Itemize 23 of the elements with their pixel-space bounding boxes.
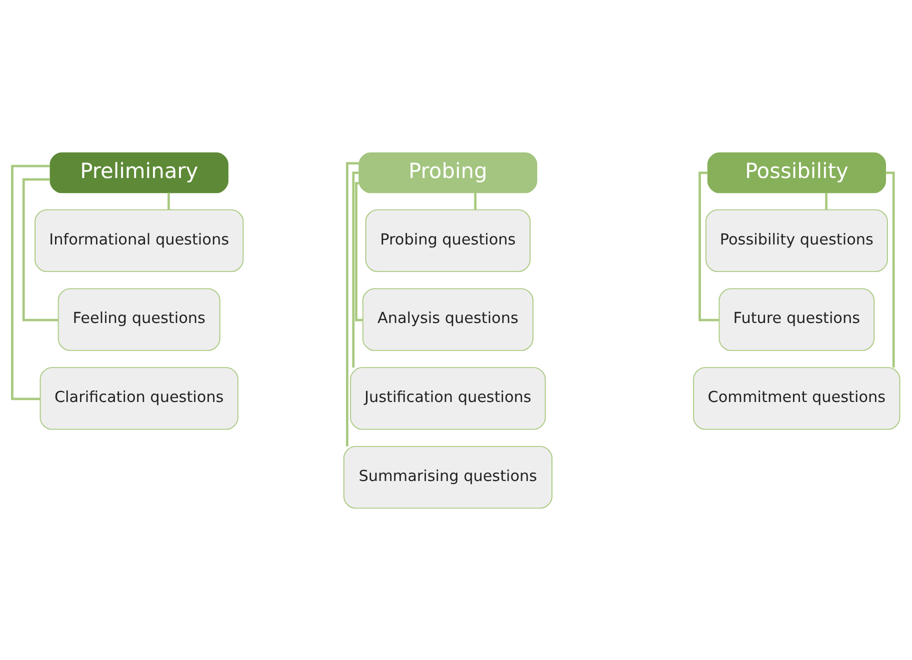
connector: [698, 171, 719, 321]
connector: [352, 171, 359, 368]
connector: [474, 192, 476, 210]
connector: [346, 162, 359, 446]
connector: [355, 182, 363, 321]
node-box: Possibility: [707, 152, 886, 193]
connector: [11, 164, 50, 400]
node-box: Summarising questions: [343, 445, 552, 508]
node-box: Future questions: [718, 288, 875, 350]
node-box: Possibility questions: [705, 208, 888, 272]
node-box: Commitment questions: [693, 366, 900, 430]
connector: [22, 178, 58, 321]
node-box: Informational questions: [34, 208, 244, 272]
connector: [825, 192, 828, 210]
node-box: Feeling questions: [58, 288, 220, 350]
node-box: Analysis questions: [362, 288, 534, 350]
node-box: Probing: [358, 152, 538, 193]
node-box: Justification questions: [350, 366, 546, 430]
connector: [886, 171, 895, 368]
node-box: Preliminary: [50, 152, 228, 193]
node-box: Clarification questions: [40, 366, 238, 430]
connector: [168, 192, 170, 210]
node-box: Probing questions: [365, 208, 531, 272]
